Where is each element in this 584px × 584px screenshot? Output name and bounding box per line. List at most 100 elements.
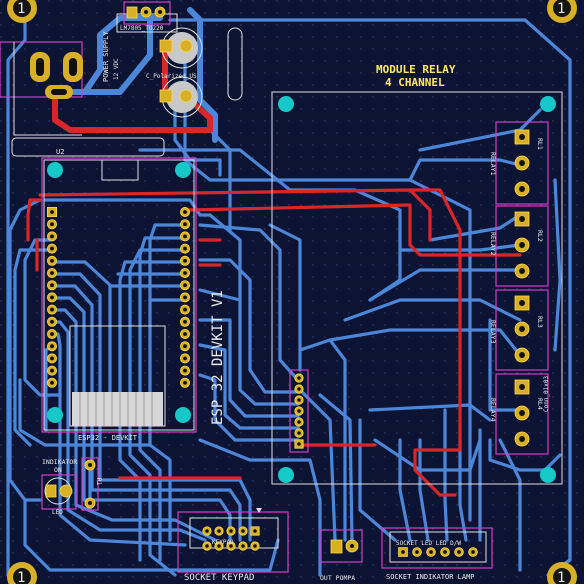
relay-signal-header — [289, 369, 309, 453]
mounting-hole-icon — [278, 467, 294, 483]
solder-pad-icon — [514, 347, 530, 363]
esp32-right-pins — [179, 206, 190, 388]
svg-text:RL3: RL3 — [536, 316, 544, 328]
solder-pad-icon — [47, 377, 58, 388]
solder-pad-icon — [412, 547, 422, 557]
svg-text:LM7805_TO220: LM7805_TO220 — [120, 25, 164, 32]
solder-pad-icon — [179, 365, 190, 376]
solder-pad-icon — [226, 526, 236, 536]
corner-mark-top-right: 1 — [547, 0, 577, 23]
solder-pad-icon — [468, 547, 478, 557]
esp32-left-pins — [47, 206, 58, 388]
svg-text:12 VDC: 12 VDC — [113, 58, 120, 80]
svg-text:ESP32 - DEVKIT: ESP32 - DEVKIT — [78, 434, 138, 442]
svg-text:INDIKATOR: INDIKATOR — [42, 458, 77, 466]
solder-pad-icon — [47, 353, 58, 364]
svg-text:ON: ON — [54, 466, 62, 474]
svg-text:1: 1 — [557, 1, 565, 17]
solder-pad-icon — [179, 267, 190, 278]
mounting-hole-icon — [540, 96, 556, 112]
solder-pad-icon — [226, 541, 236, 551]
solder-pad-icon — [179, 292, 190, 303]
solder-pad-icon — [514, 295, 530, 311]
keypad-socket: KEYPAD SOCKET KEYPAD — [177, 508, 289, 583]
keypad-label: SOCKET KEYPAD — [184, 573, 254, 583]
solder-pad-icon — [47, 292, 58, 303]
solder-pad-icon — [514, 211, 530, 227]
svg-text:U2: U2 — [56, 148, 64, 156]
svg-text:RELAY3: RELAY3 — [489, 320, 497, 344]
solder-pad-icon — [47, 304, 58, 315]
solder-pad-icon — [294, 373, 304, 383]
solder-pad-icon — [214, 541, 224, 551]
solder-pad-icon — [179, 280, 190, 291]
solder-pad-icon — [426, 547, 436, 557]
solder-pad-icon — [47, 280, 58, 291]
svg-text:RL4: RL4 — [536, 398, 544, 410]
solder-pad-icon — [47, 341, 58, 352]
polarized-capacitor: C_Polarized_US — [146, 27, 203, 118]
solder-pad-icon — [214, 526, 224, 536]
solder-pad-icon — [514, 129, 530, 145]
svg-text:RELAY4: RELAY4 — [489, 398, 497, 422]
svg-text:1: 1 — [557, 570, 565, 584]
solder-pad-icon — [179, 316, 190, 327]
socket-indicator-label: SOCKET INDIKATOR LAMP — [386, 573, 475, 581]
solder-pad-icon — [47, 219, 58, 230]
solder-pad-icon — [202, 541, 212, 551]
solder-pad-icon — [294, 395, 304, 405]
mounting-hole-icon — [47, 162, 63, 178]
solder-pad-icon — [179, 353, 190, 364]
solder-pad-icon — [47, 365, 58, 376]
mounting-hole-icon — [278, 96, 294, 112]
solder-pad-icon — [47, 206, 58, 217]
solder-pad-icon — [514, 431, 530, 447]
solder-pad-icon — [440, 547, 450, 557]
module-relay-subtitle: 4 CHANNEL — [385, 76, 445, 89]
solder-pad-icon — [514, 263, 530, 279]
solder-pad-icon — [179, 341, 190, 352]
esp32-devkit-module: ESP 32 DEVKIT V1 ESP32 - DEVKIT — [41, 157, 226, 442]
solder-pad-icon — [514, 155, 530, 171]
svg-text:1: 1 — [17, 570, 25, 584]
solder-pad-icon — [179, 328, 190, 339]
socket-indicator-connector: SOCKET LED LED D/W SOCKET INDIKATOR LAMP — [381, 527, 493, 581]
mounting-hole-icon — [175, 162, 191, 178]
solder-pad-icon — [398, 547, 408, 557]
solder-pad-icon — [514, 321, 530, 337]
svg-text:RL1: RL1 — [536, 138, 544, 150]
esp32-label: ESP 32 DEVKIT V1 — [210, 290, 226, 425]
solder-pad-icon — [47, 316, 58, 327]
resistor: R1 — [81, 457, 102, 511]
svg-text:RL2: RL2 — [536, 230, 544, 242]
mounting-hole-icon — [175, 407, 191, 423]
solder-pad-icon — [238, 526, 248, 536]
back-copper-traces — [6, 7, 572, 577]
solder-pad-icon — [294, 384, 304, 394]
svg-text:LED: LED — [52, 509, 63, 516]
pump-output-connector: OUT POMPA — [319, 529, 363, 582]
svg-text:1: 1 — [17, 1, 25, 17]
solder-pad-icon — [179, 255, 190, 266]
svg-text:SOCKET LED LED D/W: SOCKET LED LED D/W — [396, 540, 461, 547]
corner-mark-bottom-right: 1 — [547, 562, 577, 584]
solder-pad-icon — [47, 231, 58, 242]
front-copper-traces — [26, 42, 522, 497]
solder-pad-icon — [179, 377, 190, 388]
solder-pad-icon — [47, 267, 58, 278]
svg-text:Conn_01x03: Conn_01x03 — [543, 375, 550, 412]
svg-text:C_Polarized_US: C_Polarized_US — [146, 73, 197, 80]
mounting-hole-icon — [47, 407, 63, 423]
corner-mark-bottom-left: 1 — [7, 562, 37, 584]
solder-pad-icon — [294, 417, 304, 427]
relay-module-outline: MODULE RELAY 4 CHANNEL — [271, 63, 563, 485]
solder-pad-icon — [294, 428, 304, 438]
solder-pad-icon — [179, 304, 190, 315]
solder-pad-icon — [250, 541, 260, 551]
solder-pad-icon — [514, 405, 530, 421]
module-relay-title: MODULE RELAY — [376, 63, 456, 76]
solder-pad-icon — [179, 231, 190, 242]
corner-mark-top-left: 1 — [7, 0, 37, 23]
u2-header: U2 — [11, 137, 165, 157]
